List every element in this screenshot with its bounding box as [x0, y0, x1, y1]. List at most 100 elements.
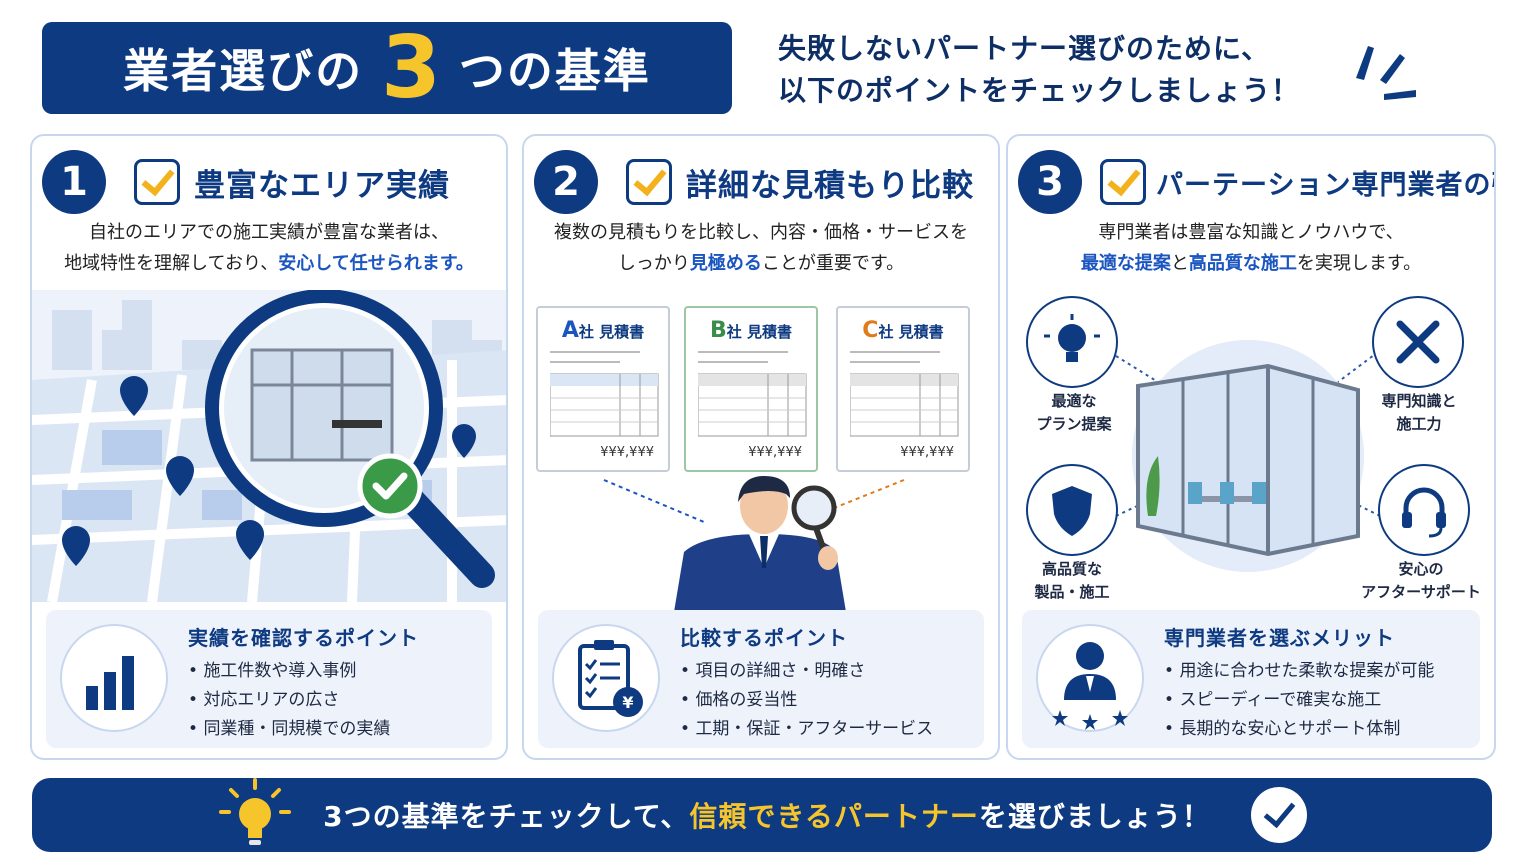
subtitle: 失敗しないパートナー選びのために、 以下のポイントをチェックしましょう！: [778, 28, 1358, 112]
map-magnifier-illustration: [32, 290, 506, 602]
expert-person-icon: [1036, 624, 1144, 732]
feature-support-label: 安心の アフターサポート: [1348, 558, 1494, 603]
quote-letter: A: [561, 318, 579, 343]
panel-number: 2: [534, 150, 598, 214]
panel-description: 複数の見積もりを比較し、内容・価格・サービスを しっかり見極めることが重要です。: [524, 218, 998, 279]
feature-text: 安心の: [1398, 560, 1444, 578]
tools-icon: [1372, 296, 1464, 388]
quote-card-c: C社 見積書 ¥¥¥,¥¥¥: [836, 306, 970, 472]
feature-skill-label: 専門知識と 施工力: [1362, 390, 1476, 435]
desc-line-2: しっかり見極めることが重要です。: [524, 249, 998, 280]
list-item: 長期的な安心とサポート体制: [1164, 715, 1472, 744]
shield-icon: [1026, 464, 1118, 556]
desc-text: 地域特性を理解しており、: [64, 252, 279, 274]
subtitle-line-2: 以下のポイントをチェックしましょう！: [778, 74, 1301, 107]
lightbulb-idea-icon: [219, 778, 292, 845]
panel-header: 2 詳細な見積もり比較: [534, 150, 988, 214]
desc-text: を実現します。: [1296, 252, 1422, 274]
clipboard-yen-icon: ¥: [552, 624, 660, 732]
quote-card-b: B社 見積書 ¥¥¥,¥¥¥: [684, 306, 818, 472]
list-item: スピーディーで確実な施工: [1164, 686, 1472, 715]
quote-price: ¥¥¥,¥¥¥: [748, 445, 802, 460]
panel-description: 自社のエリアでの施工実績が豊富な業者は、 地域特性を理解しており、安心して任せら…: [32, 218, 506, 279]
desc-line-2: 地域特性を理解しており、安心して任せられます。: [32, 249, 506, 280]
panel-title: パーテーション専門業者の強み: [1156, 169, 1494, 201]
footer-text: を選びましょう！: [978, 800, 1211, 833]
feature-text: アフターサポート: [1361, 582, 1481, 601]
checkbox-icon: [626, 159, 672, 205]
feature-text: 専門知識と: [1381, 392, 1457, 410]
list-item: 価格の妥当性: [680, 686, 976, 715]
points-box: ¥ 比較するポイント 項目の詳細さ・明確さ 価格の妥当性 工期・保証・アフターサ…: [538, 610, 984, 748]
title-number: 3: [381, 18, 441, 118]
panel-title: 詳細な見積もり比較: [686, 167, 974, 204]
panel-title: 豊富なエリア実績: [194, 167, 450, 204]
points-box: 専門業者を選ぶメリット 用途に合わせた柔軟な提案が可能 スピーディーで確実な施工…: [1022, 610, 1480, 748]
feature-quality-label: 高品質な 製品・施工: [1022, 558, 1122, 603]
quote-title: A社 見積書: [538, 318, 668, 343]
footer-text: 3つの基準をチェックして、: [323, 800, 690, 833]
quote-price: ¥¥¥,¥¥¥: [900, 445, 954, 460]
desc-line-1: 複数の見積もりを比較し、内容・価格・サービスを: [554, 222, 968, 243]
list-item: 同業種・同規模での実績: [188, 715, 484, 744]
panel-number: 1: [42, 150, 106, 214]
partition-room-illustration: [1115, 340, 1381, 572]
desc-highlight: 安心して任せられます。: [278, 252, 474, 274]
points-heading: 専門業者を選ぶメリット: [1164, 626, 1395, 650]
svg-text:¥: ¥: [622, 693, 633, 712]
feature-text: 高品質な: [1041, 560, 1102, 578]
quote-card-a: A社 見積書 ¥¥¥,¥¥¥: [536, 306, 670, 472]
title-banner: 業者選びの 3 つの基準: [42, 22, 732, 114]
list-item: 工期・保証・アフターサービス: [680, 715, 976, 744]
list-item: 用途に合わせた柔軟な提案が可能: [1164, 657, 1472, 686]
quote-title: B社 見積書: [686, 318, 816, 343]
feature-text: 最適な: [1051, 392, 1097, 410]
points-box: 実績を確認するポイント 施工件数や導入事例 対応エリアの広さ 同業種・同規模での…: [46, 610, 492, 748]
quote-table-icon: [850, 351, 959, 437]
desc-text: ことが重要です。: [761, 252, 905, 274]
quote-label: 社 見積書: [578, 323, 645, 341]
desc-text: しっかり: [617, 252, 690, 274]
checkbox-icon: [134, 159, 180, 205]
desc-text: と: [1170, 252, 1189, 274]
feature-text: 施工力: [1396, 414, 1442, 433]
feature-text: プラン提案: [1036, 414, 1112, 433]
footer-highlight: 信頼できるパートナー: [689, 800, 979, 833]
feature-plan-label: 最適な プラン提案: [1024, 390, 1124, 435]
criterion-panel-1: 1 豊富なエリア実績 自社のエリアでの施工実績が豊富な業者は、 地域特性を理解し…: [30, 134, 508, 760]
desc-highlight: 見極める: [689, 252, 762, 274]
subtitle-line-1: 失敗しないパートナー選びのために、: [778, 32, 1271, 65]
headset-icon: [1378, 464, 1470, 556]
quote-label: 社 見積書: [878, 323, 944, 341]
quote-label: 社 見積書: [726, 323, 792, 341]
criterion-panel-2: 2 詳細な見積もり比較 複数の見積もりを比較し、内容・価格・サービスを しっかり…: [522, 134, 1000, 760]
desc-line-2: 最適な提案と高品質な施工を実現します。: [1008, 249, 1494, 280]
list-item: 項目の詳細さ・明確さ: [680, 657, 976, 686]
points-list: 専門業者を選ぶメリット 用途に合わせた柔軟な提案が可能 スピーディーで確実な施工…: [1164, 622, 1472, 744]
businessman-with-magnifier-illustration: [603, 476, 905, 612]
title-prefix: 業者選びの: [123, 44, 364, 98]
checkbox-icon: [1100, 159, 1146, 205]
points-heading: 比較するポイント: [680, 626, 848, 650]
quote-table-icon: [550, 351, 659, 437]
footer-banner: 3つの基準をチェックして、信頼できるパートナーを選びましょう！: [32, 778, 1492, 852]
feature-text: 製品・施工: [1034, 582, 1110, 601]
criterion-panel-3: 3 パーテーション専門業者の強み 専門業者は豊富な知識とノウハウで、 最適な提案…: [1006, 134, 1496, 760]
bar-chart-icon: [60, 624, 168, 732]
emphasis-burst-icon: [1356, 46, 1416, 100]
panel-description: 専門業者は豊富な知識とノウハウで、 最適な提案と高品質な施工を実現します。: [1008, 218, 1494, 279]
points-heading: 実績を確認するポイント: [188, 626, 419, 650]
desc-highlight: 最適な提案: [1080, 252, 1171, 274]
quote-title: C社 見積書: [838, 318, 968, 343]
footer-message: 3つの基準をチェックして、信頼できるパートナーを選びましょう！: [323, 795, 1211, 835]
desc-highlight: 高品質な施工: [1188, 252, 1297, 274]
quote-letter: B: [709, 318, 727, 343]
points-list: 比較するポイント 項目の詳細さ・明確さ 価格の妥当性 工期・保証・アフターサービ…: [680, 622, 976, 744]
panel-number: 3: [1018, 150, 1082, 214]
panel-header: 3 パーテーション専門業者の強み: [1018, 150, 1494, 214]
lightbulb-icon: [1026, 296, 1118, 388]
title-suffix: つの基準: [458, 44, 651, 98]
points-list: 実績を確認するポイント 施工件数や導入事例 対応エリアの広さ 同業種・同規模での…: [188, 622, 484, 744]
check-circle-icon: [1250, 787, 1307, 843]
quote-table-icon: [698, 351, 807, 437]
